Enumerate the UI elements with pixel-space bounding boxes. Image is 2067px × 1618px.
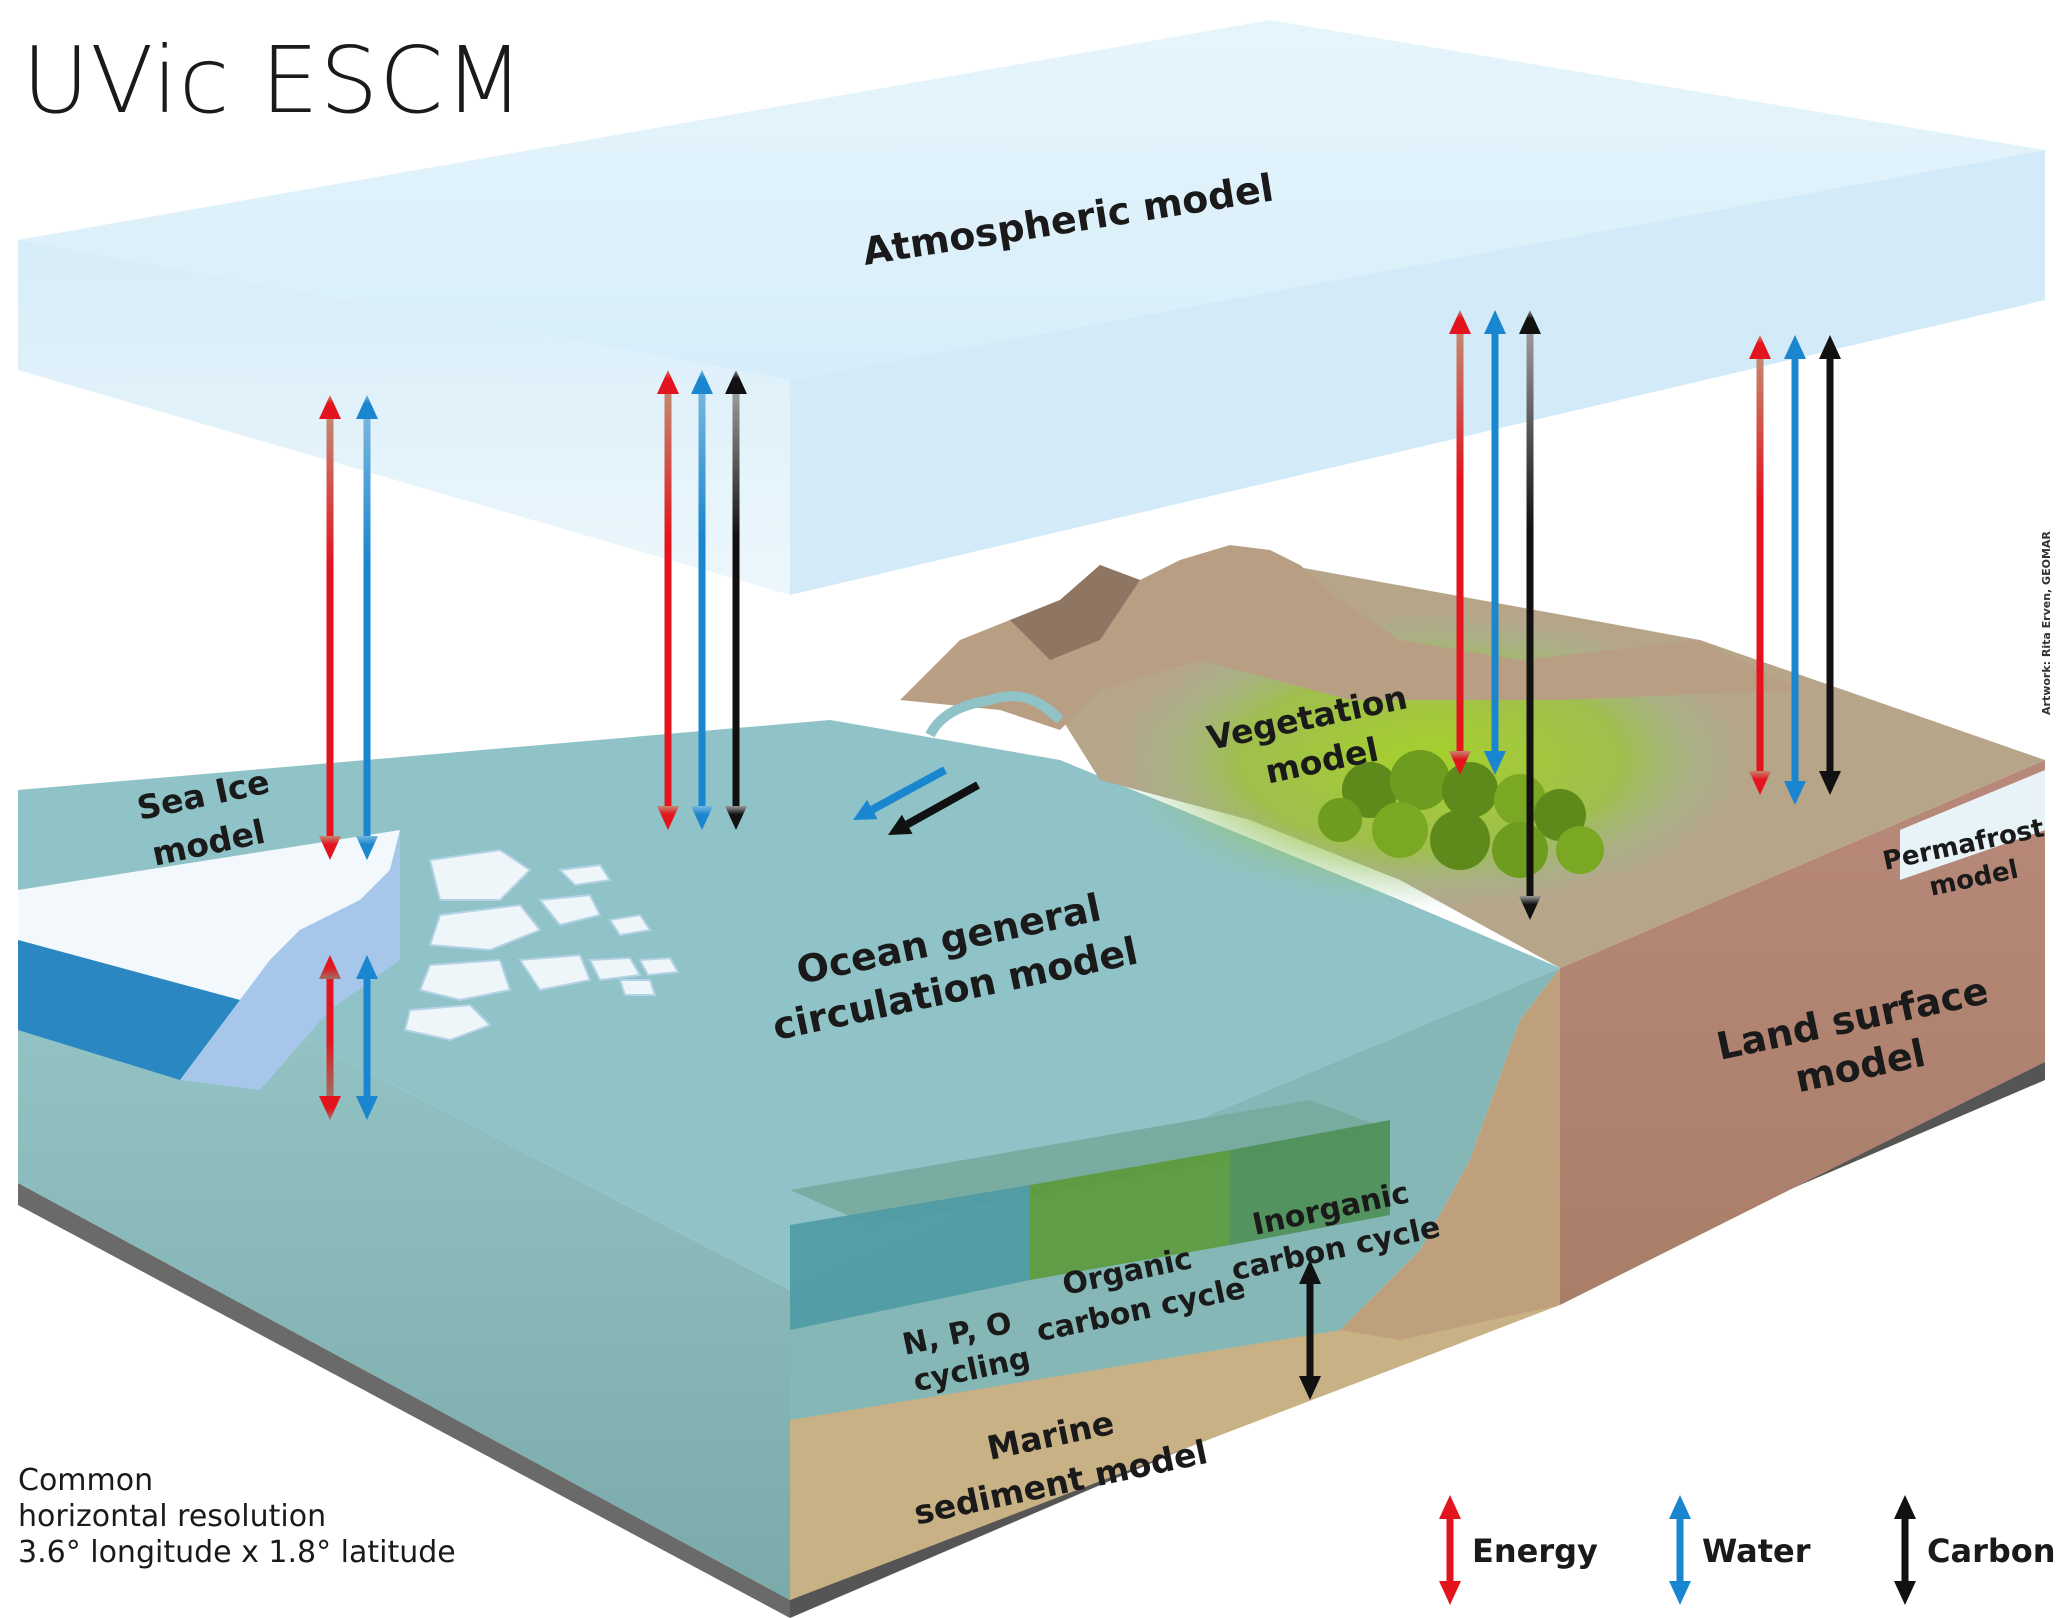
vegetation-water-arrow bbox=[1484, 310, 1506, 775]
atmosphere-front bbox=[18, 240, 790, 595]
permafrost-area bbox=[1900, 770, 2045, 880]
sea-ice-edge bbox=[180, 830, 400, 1090]
biogeo-box-top bbox=[790, 1100, 1390, 1225]
land-front-face bbox=[1560, 760, 2045, 1305]
ocean-top-surface bbox=[18, 720, 1560, 1290]
legend-label-water: Water bbox=[1702, 1532, 1811, 1570]
flux-arrows bbox=[319, 310, 1841, 1400]
river bbox=[925, 691, 1064, 738]
ocean-energy-arrow bbox=[657, 370, 679, 830]
water-arrow-icon bbox=[1669, 1495, 1691, 1605]
forest bbox=[1318, 750, 1604, 878]
sea-ice-top bbox=[18, 830, 400, 1000]
continental-slope bbox=[1340, 968, 1560, 1340]
energy-arrow-icon bbox=[1439, 1495, 1461, 1605]
atmosphere-slab bbox=[18, 20, 2045, 595]
land-carbon-arrow bbox=[1819, 335, 1841, 795]
organic-box bbox=[1030, 1150, 1230, 1280]
vegetation-energy-arrow bbox=[1449, 310, 1471, 775]
land-water-arrow bbox=[1784, 335, 1806, 805]
land-energy-arrow bbox=[1749, 335, 1771, 795]
vegetation-carbon-arrow bbox=[1519, 310, 1541, 920]
ice-ocean-energy-arrow bbox=[319, 955, 341, 1120]
sea-ice-energy-arrow bbox=[319, 395, 341, 860]
legend-item-energy: Energy bbox=[1439, 1495, 1598, 1605]
legend-label-energy: Energy bbox=[1472, 1532, 1598, 1570]
npo-box bbox=[790, 1185, 1030, 1330]
carbon-arrow-icon bbox=[1894, 1495, 1916, 1605]
mountain-shadow bbox=[1010, 565, 1140, 660]
atmosphere-top bbox=[18, 20, 2045, 380]
footnote-line2: horizontal resolution bbox=[18, 1499, 326, 1534]
ice-floes bbox=[403, 848, 680, 1042]
runoff-carbon-arrow bbox=[888, 781, 980, 835]
inorganic-box bbox=[1230, 1120, 1390, 1245]
atmosphere-side bbox=[790, 150, 2045, 595]
ice-ocean-water-arrow bbox=[356, 955, 378, 1120]
legend-item-water: Water bbox=[1669, 1495, 1811, 1605]
earth-block bbox=[18, 545, 2045, 1618]
ocean-water-arrow bbox=[691, 370, 713, 830]
legend: Energy Water Carbon bbox=[1439, 1495, 2056, 1605]
legend-item-carbon: Carbon bbox=[1894, 1495, 2056, 1605]
sea-ice-water-arrow bbox=[356, 395, 378, 860]
footnote-line1: Common bbox=[18, 1463, 153, 1498]
artwork-credit: Artwork: Rita Erven, GEOMAR bbox=[2040, 531, 2053, 715]
block-base-rim bbox=[18, 1183, 790, 1618]
sediment-carbon-arrow bbox=[1299, 1260, 1321, 1400]
sea-ice-front bbox=[18, 940, 240, 1080]
footnote-line3: 3.6° longitude x 1.8° latitude bbox=[18, 1535, 456, 1570]
diagram-title: UVic ESCM bbox=[22, 27, 525, 134]
legend-label-carbon: Carbon bbox=[1927, 1532, 2056, 1570]
runoff-water-arrow bbox=[853, 766, 947, 820]
ocean-carbon-arrow bbox=[725, 370, 747, 830]
